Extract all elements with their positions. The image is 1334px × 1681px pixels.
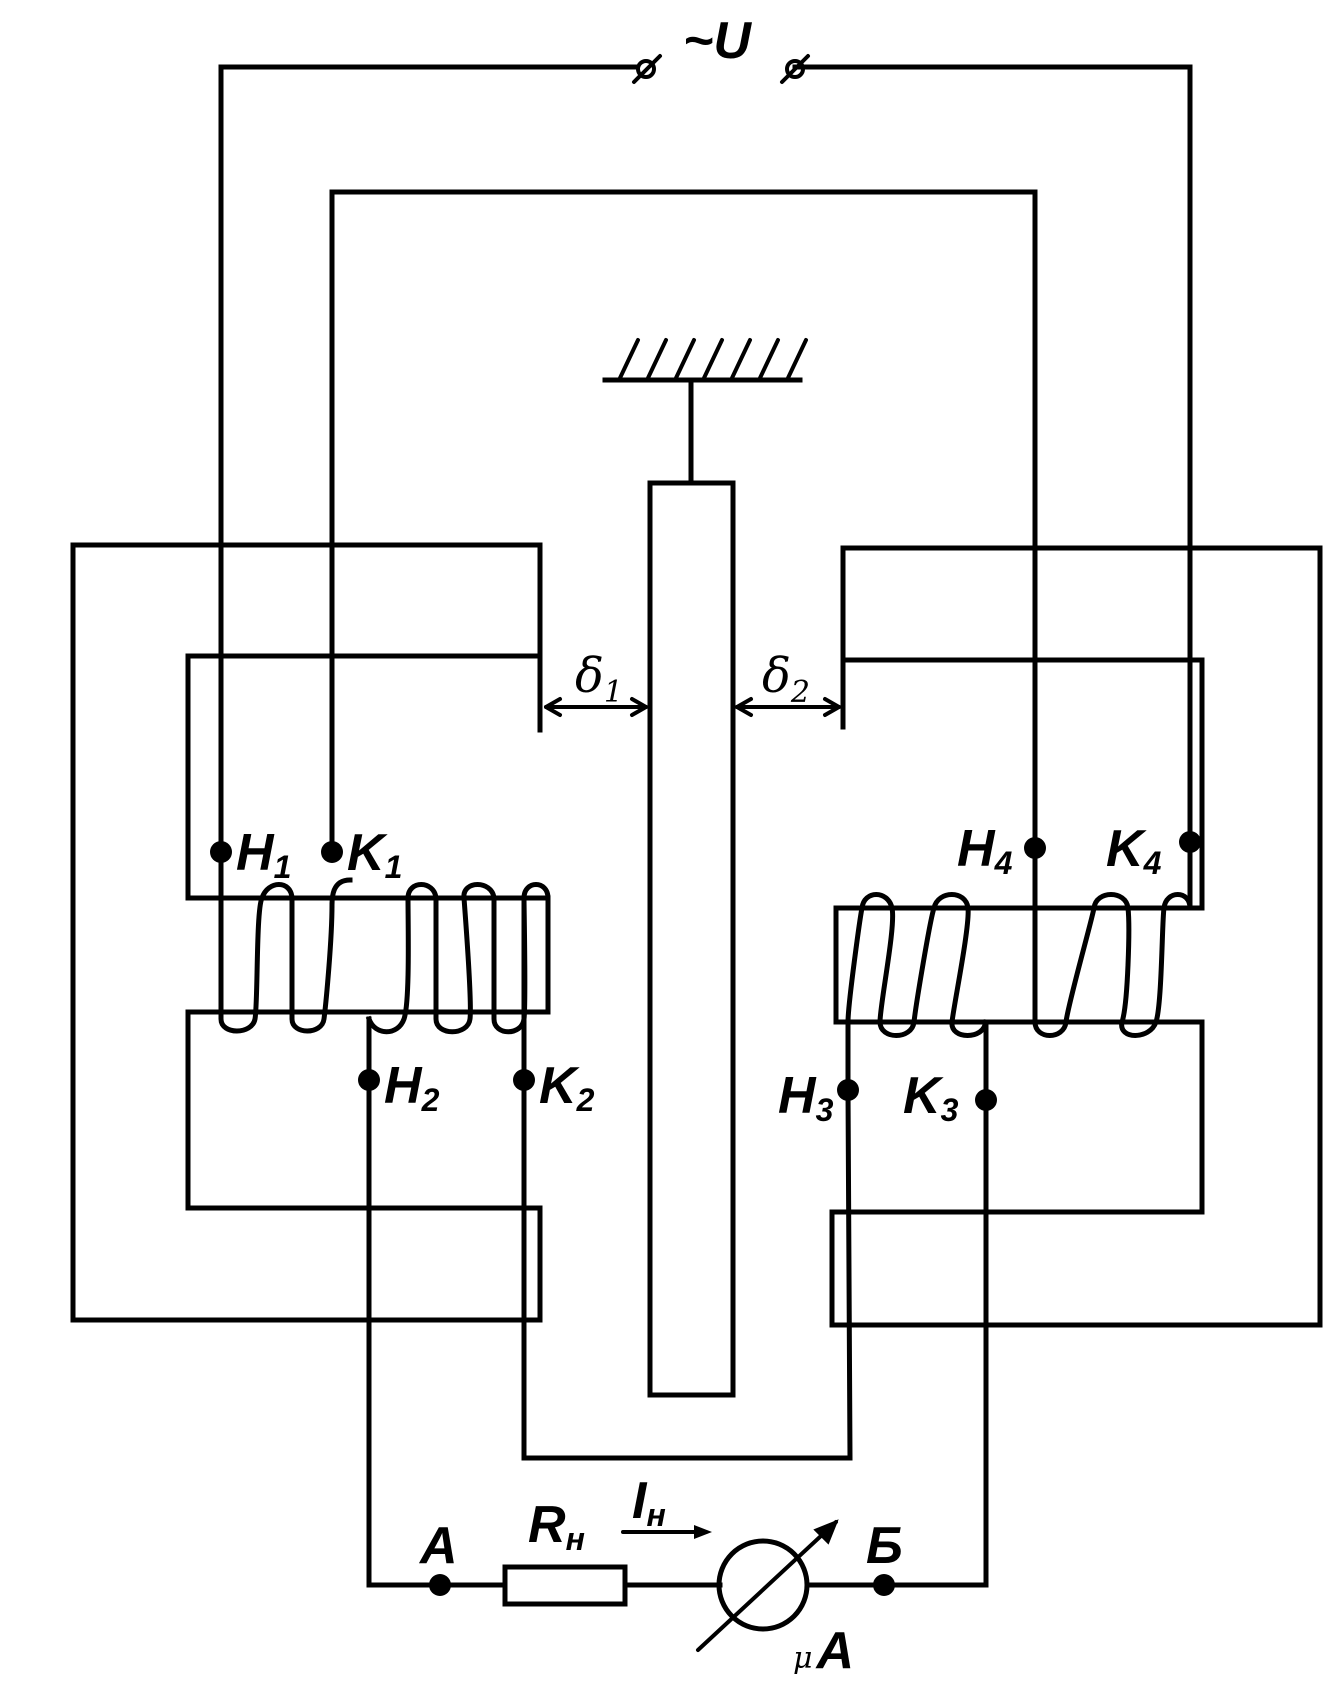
terminal-dot-k1 <box>321 841 343 863</box>
gap-label-delta2: δ2 <box>762 648 810 710</box>
terminal-label-h3: H3 <box>778 1067 834 1128</box>
coil-1 <box>218 849 335 1034</box>
node-label-a: A <box>418 1517 458 1575</box>
terminal-dot-h3 <box>837 1079 859 1101</box>
excitation-wiring <box>218 64 1193 855</box>
terminal-label-k3: K3 <box>903 1067 959 1128</box>
terminal-dot-h4 <box>1024 837 1046 859</box>
central-plate <box>647 480 736 1398</box>
fixed-mount-hatching <box>602 338 808 383</box>
terminal-dot-h2 <box>358 1069 380 1091</box>
meter-label: μA <box>793 1622 854 1680</box>
terminal-label-h4: H4 <box>957 820 1013 881</box>
terminal-dot-k4 <box>1179 831 1201 853</box>
terminal-label-k1: K1 <box>347 824 402 885</box>
terminal-label-k2: K2 <box>539 1057 595 1118</box>
resistor-label: Rн <box>528 1496 585 1557</box>
terminal-dot-k2 <box>513 1069 535 1091</box>
gap-label-delta1: δ1 <box>575 648 623 710</box>
current-arrow <box>621 1525 712 1539</box>
terminal-dot-k3 <box>975 1089 997 1111</box>
microammeter <box>696 1519 839 1652</box>
coil-2 <box>329 877 551 1083</box>
load-resistor <box>502 1564 628 1607</box>
left-outer-core <box>70 542 551 1323</box>
node-dot-b <box>873 1574 895 1596</box>
terminal-label-h1: H1 <box>236 824 291 885</box>
node-dot-a <box>429 1574 451 1596</box>
terminal-dot-h1 <box>210 841 232 863</box>
source-voltage-label: ~U <box>683 12 752 70</box>
node-label-b: Б <box>866 1517 903 1575</box>
terminal-label-k4: K4 <box>1106 820 1162 881</box>
output-wiring <box>366 1077 989 1588</box>
source-terminal-right <box>780 54 810 84</box>
gap-arrow-delta2 <box>735 697 841 717</box>
coil-3 <box>845 892 989 1103</box>
terminal-label-h2: H2 <box>384 1057 440 1118</box>
current-label: Iн <box>632 1472 666 1533</box>
source-terminal-left <box>632 54 662 84</box>
gap-arrow-delta1 <box>544 697 648 717</box>
right-outer-core <box>829 545 1323 1328</box>
coil-4 <box>1032 839 1193 1038</box>
